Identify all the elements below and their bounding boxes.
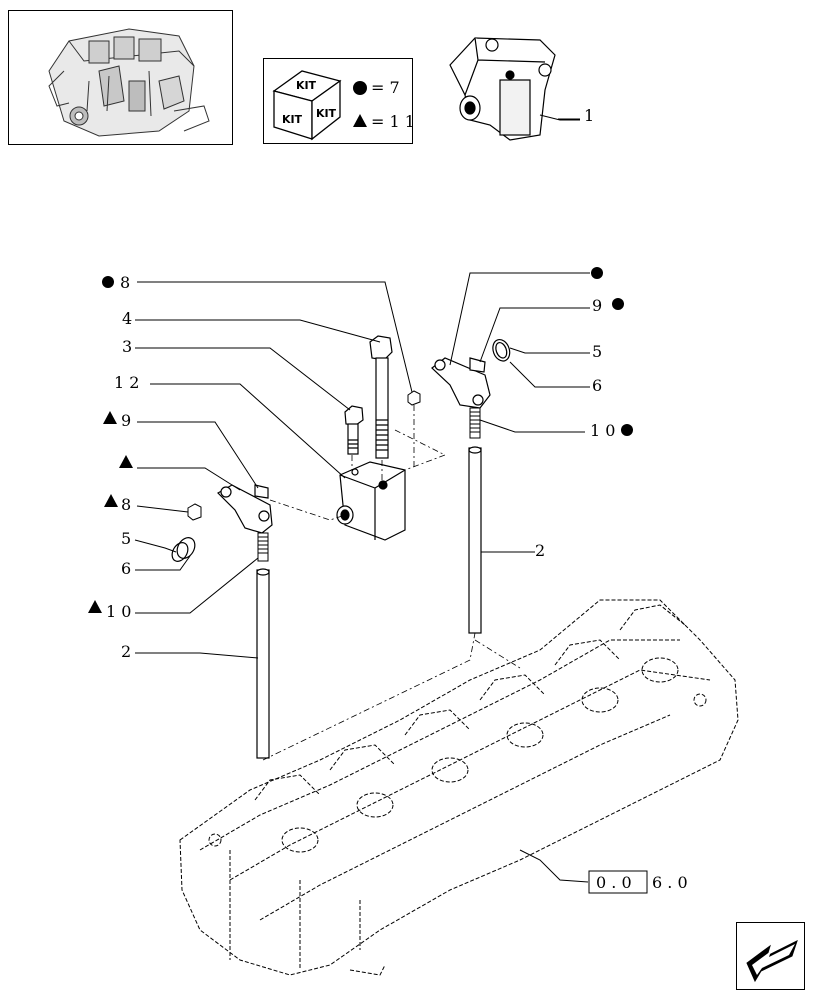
callout-1: 1	[584, 106, 594, 125]
callout-12: 1 2	[114, 373, 139, 392]
callout-4: 4	[122, 309, 132, 328]
screw-part-8-right	[407, 390, 421, 406]
assembly-dashed-lines	[262, 405, 521, 761]
rocker-arm-left	[217, 484, 273, 534]
bolt-part-3	[344, 405, 364, 455]
callout-9-circle: 9	[592, 296, 602, 315]
assembly-ref-boxed: 0 . 0	[596, 873, 632, 892]
adjusting-screw-left	[257, 532, 269, 562]
support-part-12	[336, 461, 406, 541]
callout-9-triangle: 9	[121, 411, 131, 430]
callout-10-circle: 1 0	[590, 421, 615, 440]
kit-legend: KIT KIT KIT = 7 = 1 1	[263, 58, 414, 144]
assembly-ref-box	[588, 870, 648, 894]
rocker-arm-right	[431, 339, 511, 409]
circle-marker-9	[612, 298, 624, 310]
kit-top-label: KIT	[296, 79, 317, 92]
adjusting-screw-right	[469, 407, 481, 439]
triangle-marker-8	[104, 494, 118, 507]
callout-2-right: 2	[535, 541, 545, 560]
previous-page-button[interactable]	[736, 922, 805, 990]
circle-marker-10	[621, 424, 633, 436]
pushrod-left	[256, 568, 270, 759]
circle-marker-8	[102, 276, 114, 288]
callout-5-right: 5	[592, 342, 602, 361]
rocker-support-part-1	[449, 37, 556, 141]
kit-left-label: KIT	[282, 113, 303, 126]
rings-left	[171, 537, 196, 562]
kit-circle-count: = 7	[371, 78, 400, 97]
callout-3: 3	[122, 337, 132, 356]
engine-thumbnail	[8, 10, 233, 145]
pushrod-right	[468, 446, 482, 634]
bolt-part-4	[369, 335, 393, 459]
callout-8-circle: 8	[120, 273, 130, 292]
triangle-marker-10	[88, 600, 102, 613]
screw-part-8-left	[187, 503, 202, 521]
kit-right-label: KIT	[316, 107, 337, 120]
callout-10-triangle: 1 0	[106, 602, 131, 621]
circle-marker-icon	[353, 81, 367, 95]
engine-image	[48, 28, 210, 137]
circle-marker-top	[591, 267, 603, 279]
callout-2-left: 2	[121, 642, 131, 661]
leader-lines	[134, 118, 590, 659]
assembly-ref-suffix: 6 . 0	[652, 873, 688, 892]
callout-6-left: 6	[121, 559, 131, 578]
arrow-down-left-icon	[746, 940, 798, 983]
kit-box-icon: KIT KIT KIT = 7 = 1 1	[272, 70, 414, 141]
triangle-marker-icon	[353, 114, 367, 127]
callout-5-left: 5	[121, 529, 131, 548]
callout-6-right: 6	[592, 376, 602, 395]
cylinder-head-outline	[179, 599, 739, 976]
triangle-marker-rocker	[119, 455, 133, 468]
kit-triangle-count: = 1 1	[371, 112, 414, 131]
triangle-marker-9	[103, 411, 117, 424]
callout-8-triangle: 8	[121, 495, 131, 514]
